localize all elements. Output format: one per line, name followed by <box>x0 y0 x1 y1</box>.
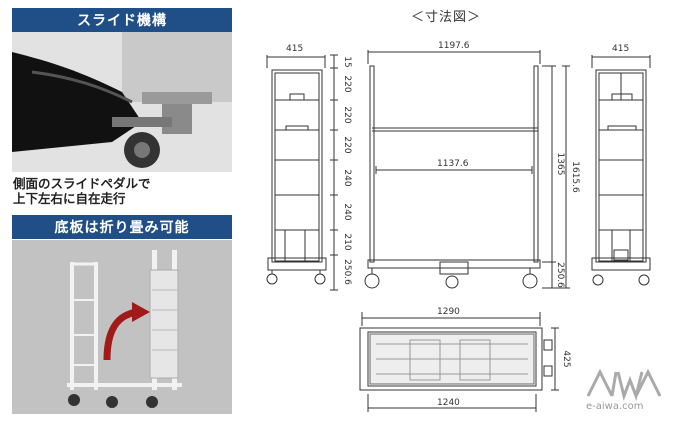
brand-url: e-aiwa.com <box>586 401 644 412</box>
aiwa-logo-icon <box>586 368 662 402</box>
dim-height-4: 220 <box>342 136 352 153</box>
dim-height-2: 220 <box>342 75 352 92</box>
slide-caption-line2: 上下左右に自在走行 <box>13 191 126 206</box>
dim-base-length: 1290 <box>437 307 460 317</box>
foldable-base-banner: 底板は折り畳み可能 <box>12 215 232 239</box>
dim-front-bottom: 250.6 <box>555 262 565 288</box>
slide-pedal-photo <box>12 32 232 172</box>
dim-height-7: 210 <box>342 233 352 250</box>
dimension-drawing-title: ＜寸法図＞ <box>411 10 482 25</box>
dim-front-total-height: 1615.6 <box>570 161 580 193</box>
dim-side-width: 415 <box>286 44 303 54</box>
dim-rear-width: 415 <box>612 44 629 54</box>
foldable-base-photo <box>12 240 232 414</box>
slide-caption-line1: 側面のスライドペダルで <box>13 176 151 191</box>
slide-mechanism-banner: スライド機構 <box>12 8 232 32</box>
slide-caption: 側面のスライドペダルで 上下左右に自在走行 <box>13 176 232 206</box>
dim-inner-width: 1137.6 <box>437 159 469 169</box>
dim-height-1: 15 <box>342 56 352 67</box>
dim-height-6: 240 <box>342 203 352 220</box>
dim-front-right-height: 1365 <box>555 153 565 176</box>
dim-height-3: 220 <box>342 106 352 123</box>
dim-base-inner: 1240 <box>437 398 460 408</box>
dim-front-width: 1197.6 <box>438 41 470 51</box>
dim-base-depth: 425 <box>561 350 571 367</box>
dim-height-5: 240 <box>342 169 352 186</box>
dim-height-8: 250.6 <box>342 259 352 285</box>
